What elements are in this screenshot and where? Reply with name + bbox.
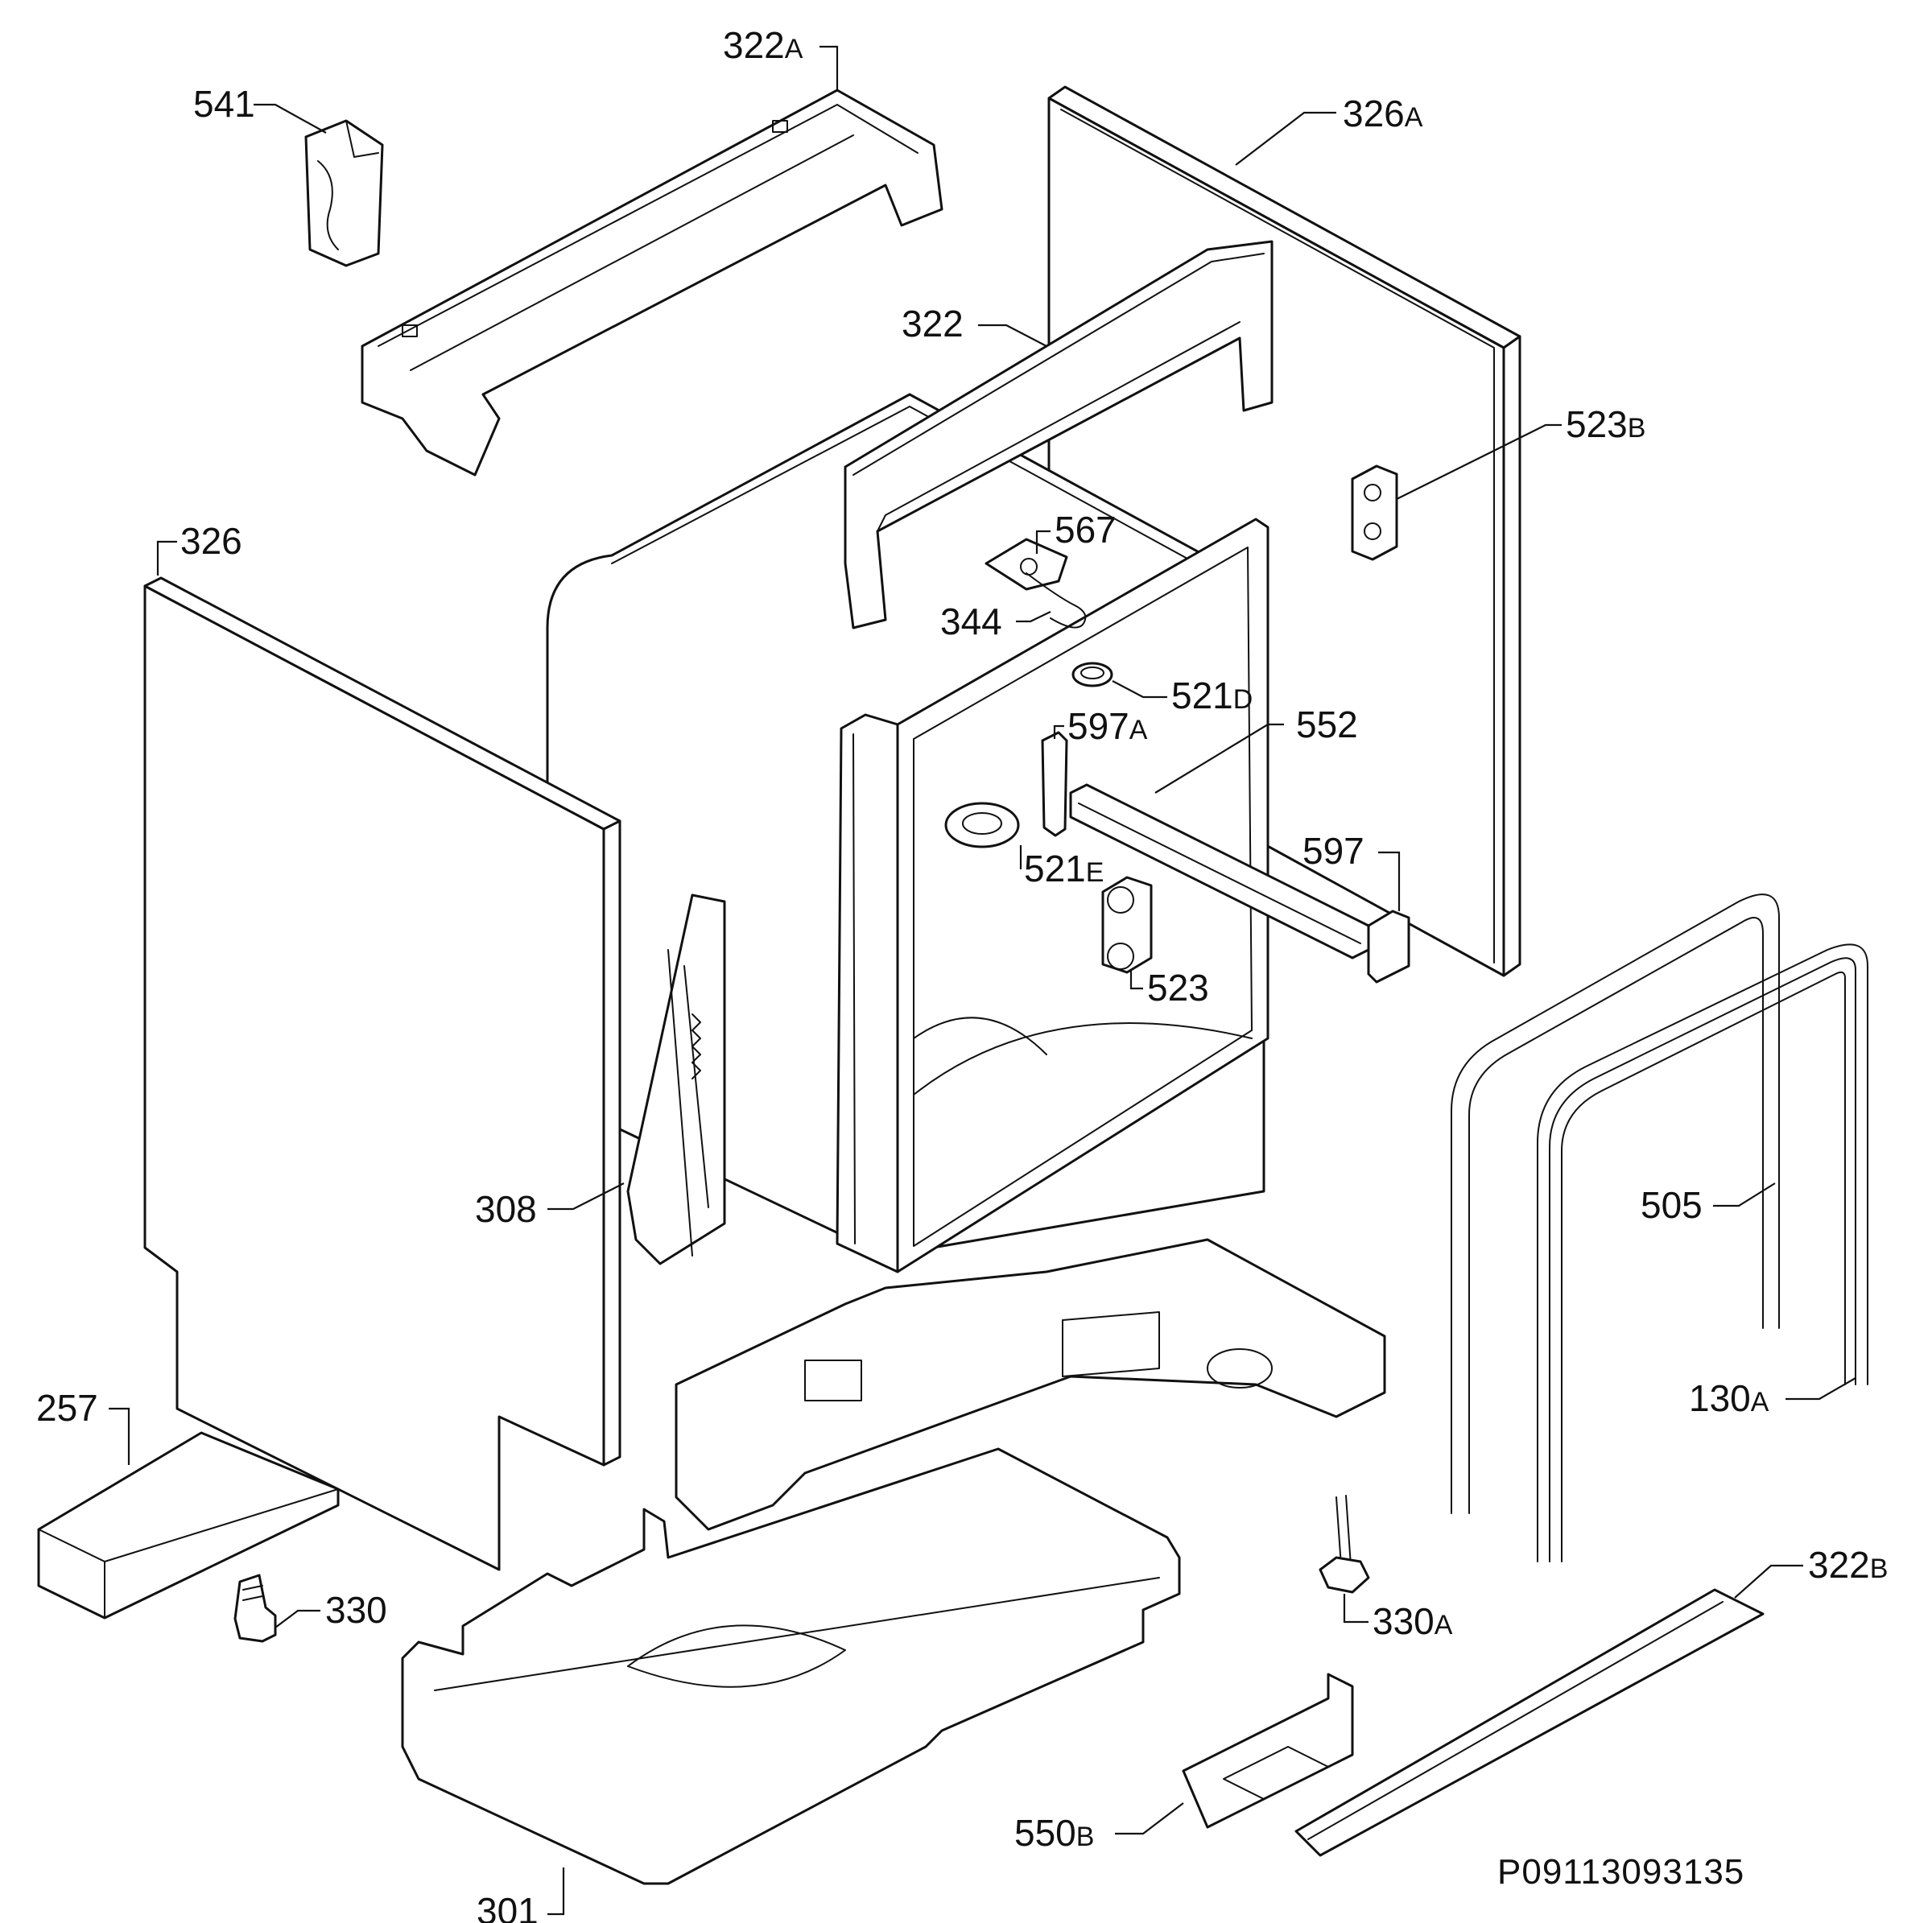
part-door-frame — [836, 518, 1269, 1273]
leader-567 — [1035, 530, 1051, 554]
leader-lines — [109, 45, 1856, 1916]
leader-523 — [1129, 970, 1143, 990]
part-541-clip — [304, 119, 384, 267]
label-322b: 322B — [1808, 1544, 1888, 1586]
part-326-side-panel — [143, 576, 621, 1571]
label-308: 308 — [475, 1188, 537, 1230]
label-330a: 330A — [1373, 1600, 1453, 1642]
leader-326a — [1235, 111, 1336, 166]
label-326: 326 — [180, 520, 242, 562]
part-322b-rail — [1294, 1588, 1765, 1857]
label-523: 523 — [1147, 967, 1209, 1009]
label-521d: 521D — [1171, 675, 1253, 716]
label-322a: 322A — [723, 24, 803, 66]
leader-308 — [547, 1182, 625, 1211]
part-523b-connector — [1351, 464, 1398, 561]
part-505-door-seal — [1451, 893, 1780, 1514]
label-344: 344 — [940, 600, 1002, 642]
label-597a: 597A — [1067, 705, 1148, 747]
leader-130a — [1785, 1377, 1856, 1401]
part-330a-foot — [1319, 1495, 1370, 1594]
part-523-connector — [1101, 876, 1153, 974]
part-550b-bracket — [1182, 1673, 1354, 1829]
part-301-base-tray — [401, 1447, 1181, 1885]
leader-322b — [1734, 1564, 1803, 1599]
leader-523b — [1396, 423, 1562, 500]
leader-322 — [978, 324, 1047, 347]
part-322a-top-frame — [361, 89, 943, 477]
part-521e-ring — [944, 802, 1020, 848]
leader-521d — [1112, 680, 1167, 699]
part-308-hinge-assembly — [626, 893, 726, 1265]
part-597a-clip — [1041, 731, 1068, 837]
label-552: 552 — [1296, 704, 1358, 745]
leader-505 — [1713, 1182, 1776, 1207]
leader-550b — [1115, 1802, 1184, 1835]
label-523b: 523B — [1566, 403, 1645, 445]
part-base-structure — [675, 1238, 1386, 1531]
part-322-inner-frame — [844, 240, 1274, 629]
leader-344 — [1016, 611, 1051, 623]
label-567: 567 — [1055, 509, 1117, 551]
leader-541 — [254, 103, 327, 134]
leader-597 — [1378, 851, 1401, 911]
label-541: 541 — [193, 83, 255, 125]
leader-301 — [547, 1867, 565, 1916]
label-521e: 521E — [1024, 848, 1104, 889]
label-597: 597 — [1302, 830, 1364, 872]
part-330-foot — [233, 1574, 277, 1643]
leader-597a — [1053, 724, 1064, 739]
leader-330a — [1343, 1594, 1368, 1624]
label-330: 330 — [325, 1589, 387, 1631]
leader-552 — [1154, 723, 1284, 794]
part-597-bracket — [1367, 910, 1410, 984]
label-257: 257 — [36, 1387, 98, 1429]
leader-330 — [275, 1609, 320, 1628]
part-521d-ring — [1071, 662, 1113, 687]
label-326a: 326A — [1343, 93, 1423, 134]
part-567-bracket — [985, 538, 1068, 591]
part-344-spring — [1026, 572, 1087, 629]
leader-257 — [109, 1407, 130, 1465]
label-505: 505 — [1641, 1184, 1703, 1226]
leader-322a — [819, 45, 839, 90]
leader-326 — [156, 540, 177, 576]
label-550b: 550B — [1014, 1812, 1094, 1854]
label-322: 322 — [902, 303, 964, 345]
label-301: 301 — [477, 1890, 539, 1923]
part-130a-seal — [1537, 943, 1868, 1562]
label-130a: 130A — [1689, 1377, 1769, 1419]
drawing-code: P09113093135 — [1497, 1852, 1744, 1892]
part-257-support — [37, 1431, 340, 1620]
